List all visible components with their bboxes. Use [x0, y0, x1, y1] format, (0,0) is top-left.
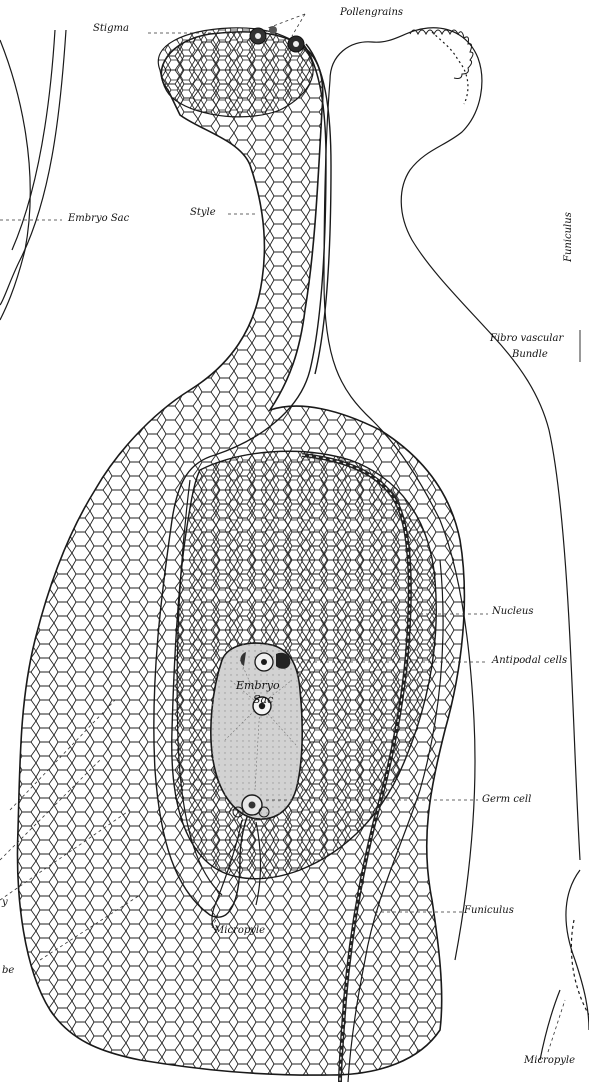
label-micropyle-center: Micropyle	[214, 926, 265, 936]
left-ovary-outline	[0, 30, 66, 320]
label-bundle: Bundle	[512, 350, 548, 360]
label-antipodal-cells: Antipodal cells	[492, 656, 567, 666]
label-stigma: Stigma	[93, 24, 129, 34]
label-nucleus: Nucleus	[492, 607, 533, 617]
label-fibro-vascular: Fibro vascular	[490, 334, 563, 344]
label-micropyle-right: Micropyle	[524, 1056, 575, 1066]
label-cut-y: y	[2, 898, 8, 908]
label-cut-be: be	[2, 966, 14, 976]
label-embryo-sac-left: Embryo Sac	[68, 214, 129, 224]
label-sac-center: Sac	[253, 694, 273, 705]
label-embryo-center: Embryo	[236, 680, 280, 691]
label-funiculus-top: Funiculus	[564, 212, 574, 262]
label-pollen-grains: Pollengrains	[340, 8, 403, 18]
label-style: Style	[190, 208, 216, 218]
label-funiculus-bottom: Funiculus	[464, 906, 514, 916]
label-germ-cell: Germ cell	[482, 795, 531, 805]
